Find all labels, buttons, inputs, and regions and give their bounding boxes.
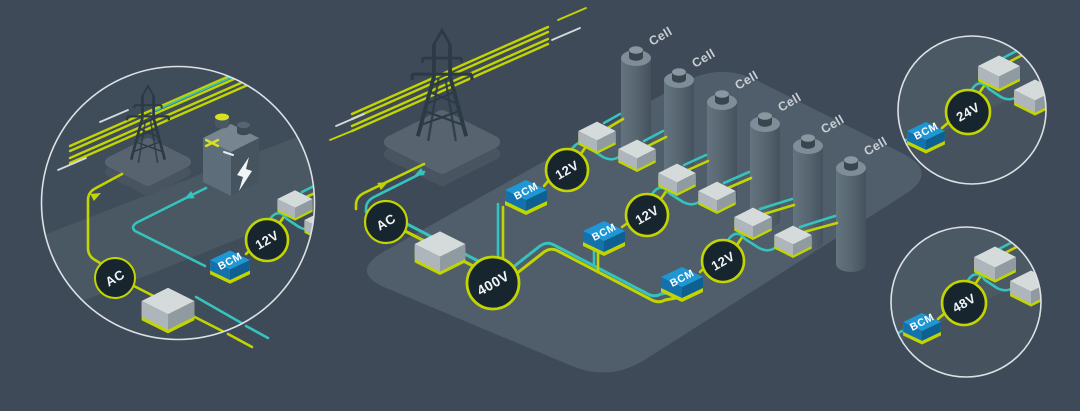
wire-tail-yellow xyxy=(226,332,254,349)
voltage-node-3 xyxy=(700,238,746,284)
vignette-outline xyxy=(890,226,1042,378)
voltage-node xyxy=(944,88,992,136)
plus-mark xyxy=(204,138,220,148)
minus-mark xyxy=(223,151,234,156)
voltage-node-2 xyxy=(624,192,670,238)
pack-row-2 xyxy=(583,153,753,256)
main-scene: AC 400V 12V 12V 12V BCM BCM BCM Cell Cel… xyxy=(329,7,922,373)
pack-row-3 xyxy=(661,197,839,302)
grid-to-ac-wires xyxy=(354,162,426,214)
wire-tail-teal xyxy=(244,324,270,340)
ground-band xyxy=(41,118,315,330)
vignette-outline xyxy=(897,35,1047,185)
left-vignette: AC 12V BCM xyxy=(40,65,316,349)
voltage-node xyxy=(244,217,290,263)
pylon-base xyxy=(105,138,191,196)
lightning-bolt-icon xyxy=(237,157,252,191)
vignette-outline xyxy=(40,65,316,341)
voltage-node xyxy=(940,279,988,327)
voltage-node-1 xyxy=(544,147,590,193)
battery-icon xyxy=(203,113,259,196)
hv-node xyxy=(465,255,521,311)
ac-node xyxy=(94,257,136,299)
battery-positive-terminal xyxy=(215,113,229,121)
power-lines xyxy=(57,66,263,171)
ac-node xyxy=(363,199,409,245)
cell-cylinder-6 xyxy=(836,156,866,272)
